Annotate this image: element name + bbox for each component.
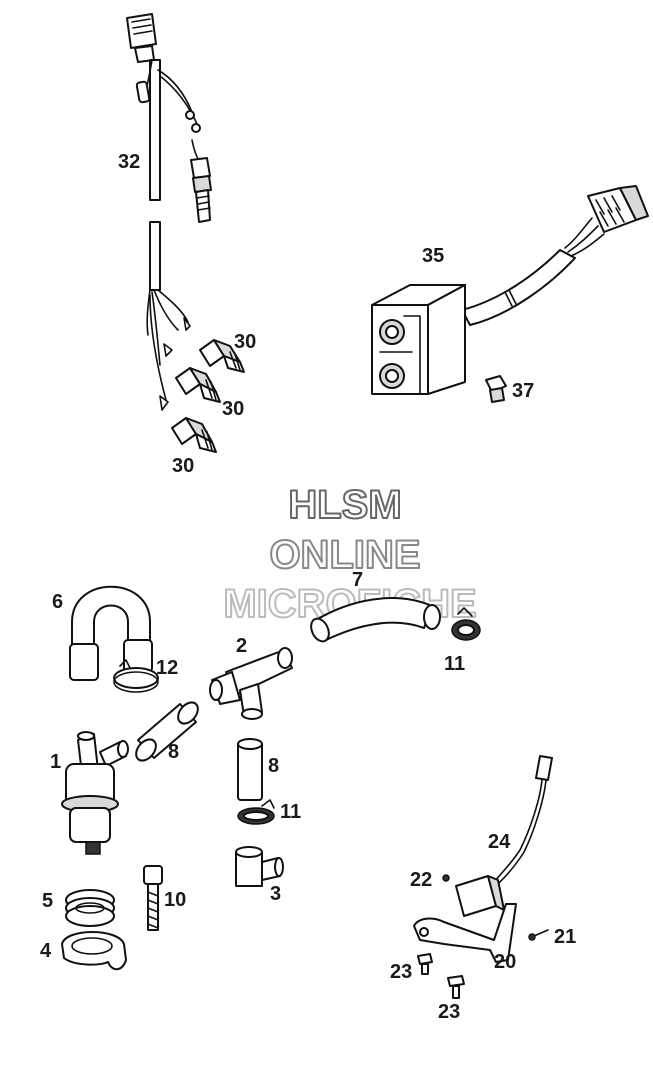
pressure-switch-30-upper xyxy=(199,339,245,373)
callout-32: 32 xyxy=(118,151,140,173)
callout-22: 22 xyxy=(410,869,432,891)
bracket-20 xyxy=(413,903,517,963)
callout-labels: 32 30 30 30 35 37 6 7 2 12 11 1 8 8 11 1… xyxy=(40,151,576,1023)
bolt-10 xyxy=(143,865,163,931)
callout-1: 1 xyxy=(50,751,61,773)
t-piece-2 xyxy=(209,647,293,720)
callout-8-right: 8 xyxy=(268,755,279,777)
callout-24: 24 xyxy=(488,831,511,853)
pressure-switch-30-middle xyxy=(175,367,221,403)
callout-30-upper: 30 xyxy=(234,331,256,353)
valve-1 xyxy=(61,731,129,855)
pressure-switch-30-lower xyxy=(171,417,217,453)
callout-30-lower: 30 xyxy=(172,455,194,477)
screw-23-lower xyxy=(447,975,465,999)
callout-6: 6 xyxy=(52,591,63,613)
callout-5: 5 xyxy=(42,890,53,912)
control-unit-35 xyxy=(371,185,649,395)
watermark-line-1: HLSM xyxy=(288,483,401,527)
callout-21: 21 xyxy=(554,926,576,948)
hose-8-right xyxy=(237,738,263,801)
callout-7: 7 xyxy=(352,569,363,591)
screw-23-upper xyxy=(417,953,433,975)
callout-11-lower: 11 xyxy=(280,801,301,823)
callout-20: 20 xyxy=(494,951,516,973)
elbow-3 xyxy=(235,846,284,887)
hose-clamp-12 xyxy=(113,659,159,693)
callout-4: 4 xyxy=(40,940,52,962)
hose-8-left xyxy=(135,701,199,762)
gasket-4 xyxy=(61,931,127,971)
hose-7 xyxy=(310,597,441,643)
o-ring-5 xyxy=(65,889,115,927)
hose-clamp-11-lower xyxy=(237,799,275,825)
wiring-harness-32 xyxy=(126,13,212,411)
callout-23-upper: 23 xyxy=(390,961,412,983)
screw-37 xyxy=(485,375,507,403)
callout-11-upper: 11 xyxy=(444,653,465,675)
nut-22 xyxy=(442,874,450,882)
callout-10: 10 xyxy=(164,889,186,911)
watermark-line-2: ONLINE xyxy=(269,533,420,577)
hose-clamp-11-upper xyxy=(451,607,481,641)
callout-3: 3 xyxy=(270,883,281,905)
callout-30-middle: 30 xyxy=(222,398,244,420)
callout-8-left: 8 xyxy=(168,741,179,763)
callout-35: 35 xyxy=(422,245,444,267)
screw-21 xyxy=(528,929,549,941)
sensor-24 xyxy=(455,755,553,917)
u-hose-6 xyxy=(69,585,153,681)
callout-37: 37 xyxy=(512,380,534,402)
callout-23-lower: 23 xyxy=(438,1001,460,1023)
callout-12: 12 xyxy=(156,657,178,679)
callout-2: 2 xyxy=(236,635,247,657)
